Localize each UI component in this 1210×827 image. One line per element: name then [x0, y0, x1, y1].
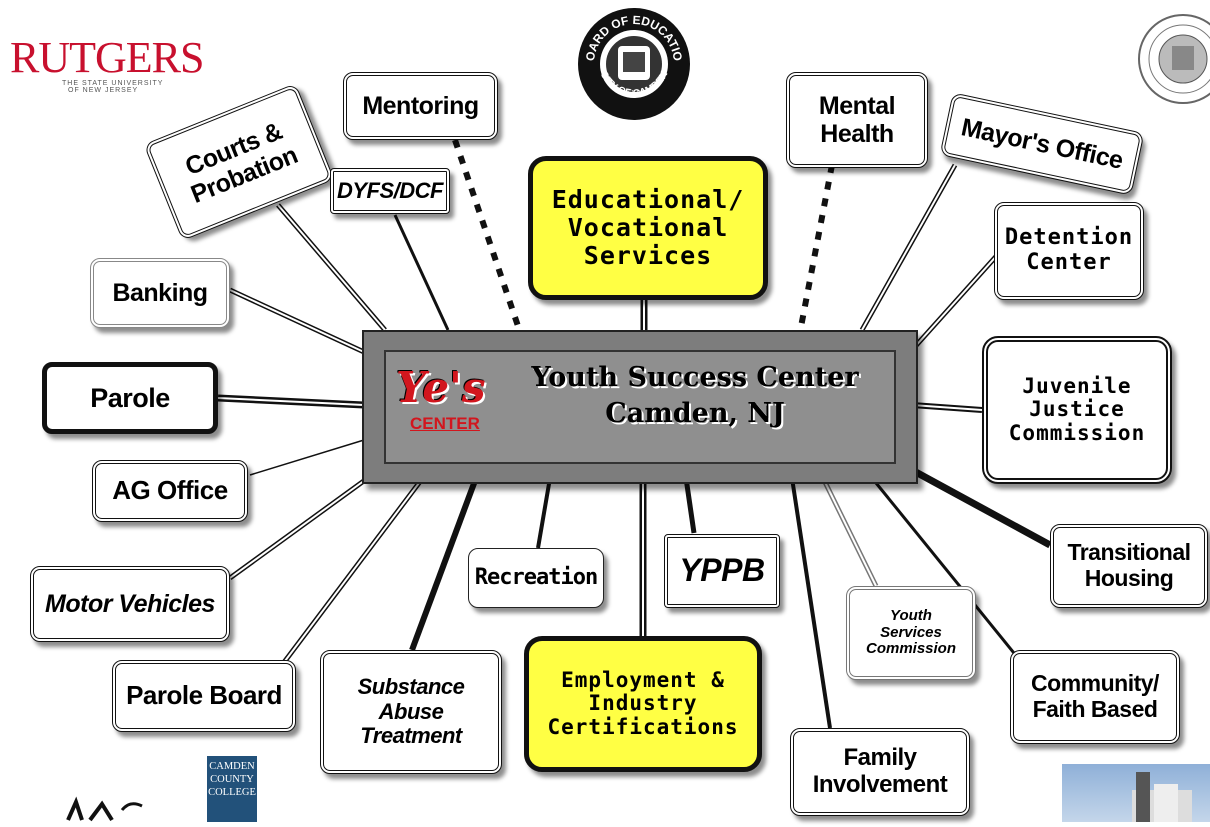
node-parole-board-label: Parole Board: [126, 680, 282, 711]
ccc-line-1: CAMDEN: [209, 761, 255, 772]
connector-family: [790, 477, 832, 729]
node-yppb-label: YPPB: [679, 552, 765, 589]
board-of-education-seal: BOARD OF EDUCATION CITY OF CAMDEN NEW JE…: [572, 0, 692, 122]
connector-transitional: [910, 466, 1052, 549]
node-ysc-label-1: Youth: [890, 606, 932, 624]
node-substance-abuse-treatment: Substance Abuse Treatment: [320, 650, 502, 774]
node-jjc-label-2: Justice: [1029, 397, 1125, 422]
node-edu-label-3: Services: [583, 241, 713, 270]
node-motor-label: Motor Vehicles: [45, 590, 215, 618]
youth-success-center-box: Youth Success Center Camden, NJ Ye's CEN…: [362, 330, 918, 484]
node-dyfs-label: DYFS/DCF: [337, 177, 444, 203]
connector-mentoring: [452, 139, 523, 333]
node-ag-label: AG Office: [112, 475, 228, 506]
node-community-label-1: Community/: [1031, 670, 1159, 697]
node-transitional-label-1: Transitional: [1067, 539, 1191, 566]
connector-ag: [249, 439, 365, 476]
rutgers-subtitle-2: OF NEW JERSEY: [68, 87, 139, 94]
node-yppb: YPPB: [664, 534, 780, 608]
node-recreation: Recreation: [468, 548, 604, 608]
node-family-label-1: Family: [843, 744, 917, 772]
node-substance-label-3: Treatment: [360, 723, 462, 749]
ccc-line-2: COUNTY: [210, 774, 254, 785]
node-employment-certifications: Employment & Industry Certifications: [524, 636, 762, 772]
partial-logo-bottom-left: [60, 790, 160, 822]
connector-mental-health: [797, 164, 835, 333]
node-substance-label-2: Abuse: [378, 698, 444, 724]
node-ysc-label-2: Services: [880, 623, 942, 641]
ccc-line-3: COLLEGE: [208, 787, 256, 798]
node-employment-label-1: Employment &: [561, 667, 725, 692]
node-community-label-2: Faith Based: [1032, 696, 1158, 722]
node-mentoring-label: Mentoring: [362, 92, 479, 120]
yes-logo-text: Ye's: [396, 363, 486, 412]
node-transitional-label-2: Housing: [1084, 565, 1174, 591]
connector-yppb: [683, 477, 697, 534]
node-transitional-housing: Transitional Housing: [1050, 524, 1208, 608]
rutgers-logo: RUTGERS THE STATE UNIVERSITY OF NEW JERS…: [10, 33, 204, 106]
connector-substance: [409, 476, 479, 652]
node-employment-label-2: Industry: [588, 691, 698, 716]
node-mental-label-1: Mental: [818, 92, 896, 120]
node-juvenile-justice-commission: Juvenile Justice Commission: [982, 336, 1172, 484]
node-jjc-label-1: Juvenile: [1022, 373, 1132, 398]
node-parole-label: Parole: [90, 382, 170, 413]
camden-county-college-logo: CAMDEN COUNTY COLLEGE: [207, 756, 257, 822]
node-recreation-label: Recreation: [474, 564, 598, 590]
node-detention-label-2: Center: [1026, 250, 1112, 275]
yes-center-logo: Ye's CENTER: [396, 362, 488, 450]
node-edu-label-2: Vocational: [567, 213, 729, 242]
connector-dyfs: [393, 214, 450, 331]
node-detention-label-1: Detention: [1004, 225, 1134, 251]
node-educational-vocational: Educational/ Vocational Services: [528, 156, 768, 300]
center-inner-panel: Youth Success Center Camden, NJ: [384, 350, 896, 464]
node-substance-label-1: Substance: [357, 674, 465, 700]
node-detention-center: Detention Center: [994, 202, 1144, 300]
rutgers-subtitle-1: THE STATE UNIVERSITY: [62, 80, 164, 87]
board-seal-state: NEW JERSEY: [618, 90, 651, 96]
center-title-line-1: Youth Success Center: [531, 362, 859, 393]
node-motor-vehicles: Motor Vehicles: [30, 566, 230, 642]
center-title-line-2: Camden, NJ: [605, 398, 785, 429]
node-mentoring: Mentoring: [343, 72, 498, 140]
node-employment-label-3: Certifications: [547, 714, 739, 739]
city-of-camden-seal: [1138, 14, 1210, 104]
rutgers-wordmark: RUTGERS: [10, 33, 204, 82]
node-ysc-label-3: Commission: [865, 640, 956, 658]
node-parole-board: Parole Board: [112, 660, 296, 732]
node-banking: Banking: [90, 258, 230, 328]
connector-recreation: [536, 477, 552, 549]
node-banking-label: Banking: [112, 279, 208, 307]
node-parole: Parole: [42, 362, 218, 434]
node-family-label-2: Involvement: [812, 771, 948, 798]
node-mental-label-2: Health: [820, 120, 894, 148]
building-photo-bottom-right: [1062, 764, 1210, 822]
node-family-involvement: Family Involvement: [790, 728, 970, 816]
connector-community: [870, 477, 1020, 659]
yes-logo-subtext: CENTER: [410, 414, 480, 433]
node-mental-health: Mental Health: [786, 72, 928, 168]
node-dyfs-dcf: DYFS/DCF: [330, 168, 450, 214]
node-ag-office: AG Office: [92, 460, 248, 522]
node-jjc-label-3: Commission: [1008, 420, 1146, 445]
node-community-faith-based: Community/ Faith Based: [1010, 650, 1180, 744]
node-edu-label-1: Educational/: [551, 185, 745, 214]
node-youth-services-commission: Youth Services Commission: [846, 586, 976, 680]
